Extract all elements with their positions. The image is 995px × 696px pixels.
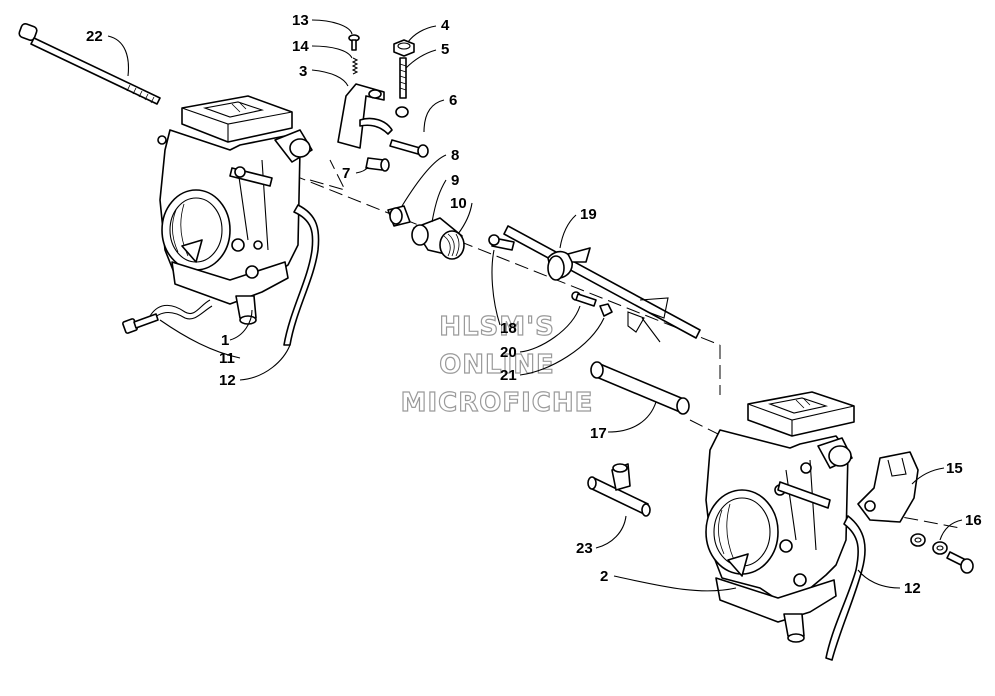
callout-4: 4 xyxy=(441,17,450,34)
callout-3: 3 xyxy=(299,63,307,80)
cable-bracket xyxy=(337,83,393,149)
leader-lines xyxy=(107,19,963,592)
watermark-line-3: MICROFICHE xyxy=(401,388,594,418)
vent-hose-right xyxy=(825,515,866,661)
through-bolt xyxy=(18,23,161,105)
callout-1: 1 xyxy=(221,332,229,349)
throttle-shaft xyxy=(503,225,701,343)
callout-15: 13 xyxy=(292,12,309,29)
callout-21: 21 xyxy=(500,367,517,384)
screw-15 xyxy=(348,34,360,51)
callout-7: 7 xyxy=(342,165,350,182)
spring-16 xyxy=(351,57,359,75)
t-fitting xyxy=(587,463,651,517)
carburetor-right xyxy=(705,391,855,643)
watermark: HLSM'S ONLINE MICROFICHE xyxy=(400,311,594,418)
screw-18 xyxy=(488,234,515,251)
screw-20 xyxy=(571,291,597,307)
throttle-position-sensor xyxy=(857,451,919,523)
nut-21 xyxy=(599,303,613,317)
callout-12-right: 12 xyxy=(904,580,921,597)
callout-13: 15 xyxy=(946,460,963,477)
callout-23: 23 xyxy=(576,540,593,557)
callout-14: 16 xyxy=(965,512,982,529)
callout-18: 18 xyxy=(500,320,517,337)
callout-10: 10 xyxy=(450,195,467,212)
callout-8: 8 xyxy=(451,147,459,164)
callout-12-left: 12 xyxy=(219,372,236,389)
callout-16: 14 xyxy=(292,38,309,55)
watermark-line-1: HLSM'S xyxy=(439,312,555,342)
callout-20: 20 xyxy=(500,344,517,361)
bushing xyxy=(387,205,411,227)
vent-hose-left xyxy=(283,204,320,346)
screw-7 xyxy=(365,157,390,172)
boot xyxy=(411,217,465,260)
adjuster-bolt xyxy=(395,57,409,118)
assembly-centerlines xyxy=(254,159,961,529)
callout-6: 6 xyxy=(449,92,457,109)
hose-clip xyxy=(122,299,213,334)
connecting-tube xyxy=(590,361,690,415)
callout-22: 22 xyxy=(86,28,103,45)
callout-5: 5 xyxy=(441,41,449,58)
callouts: 22 13 14 3 4 5 6 7 8 9 10 19 1 11 12 18 … xyxy=(86,12,982,597)
callout-11: 11 xyxy=(219,350,235,367)
watermark-line-2: ONLINE xyxy=(439,350,555,380)
callout-2: 2 xyxy=(600,568,608,585)
carburetor-left xyxy=(157,95,313,325)
callout-19: 19 xyxy=(580,206,597,223)
callout-9: 9 xyxy=(451,172,459,189)
callout-17: 17 xyxy=(590,425,607,442)
washer-set xyxy=(910,533,974,574)
screw-6 xyxy=(389,139,429,158)
adjuster-nut xyxy=(393,39,415,57)
